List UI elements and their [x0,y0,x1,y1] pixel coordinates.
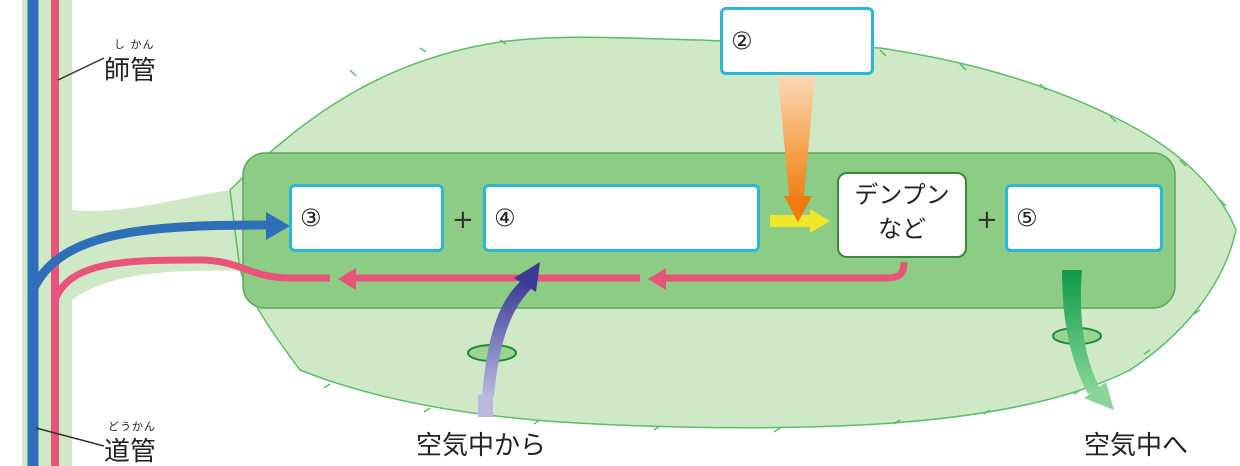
phloem-reading: し かん [114,38,155,51]
reaction-arrow-shaft [770,215,812,227]
reaction-arrowhead [810,209,830,233]
answer-box-2[interactable]: ② [720,7,874,75]
plus-sign-2: + [976,205,998,235]
answer-box-3[interactable]: ③ [289,184,444,252]
starch-line-2: など [878,215,926,243]
air-from-label: 空気中から [416,431,547,461]
light-arrowhead [784,196,812,222]
light-arrow [778,76,815,205]
box-5-number: ⑤ [1016,204,1038,232]
answer-box-5[interactable]: ⑤ [1005,184,1163,252]
air-out-arrow [1062,270,1100,394]
phloem-return-path [51,256,908,302]
box-3-number: ③ [300,204,322,232]
xylem-leader [35,427,105,447]
box-4-number: ④ [494,204,516,232]
phloem-arrowhead-2 [338,268,356,290]
water-arrow [28,220,271,292]
starch-box: デンプン など [837,172,967,258]
air-to-label: 空気中へ [1084,431,1189,461]
xylem-reading: どうかん [108,420,156,433]
plus-sign-1: + [452,205,474,235]
phloem-arrowhead-1 [648,268,666,290]
petiole [72,190,260,300]
air-in-stem [478,395,493,417]
air-in-arrow [482,280,532,396]
water-arrowhead [266,212,290,240]
phloem-label: 師管 [104,56,157,86]
xylem-label: 道管 [104,437,157,466]
air-in-arrowhead [514,262,540,292]
answer-box-4[interactable]: ④ [483,184,760,252]
starch-line-1: デンプン [854,181,950,209]
air-out-arrowhead [1084,382,1114,410]
phloem-leader [57,57,105,81]
box-2-number: ② [731,27,753,55]
leaf-serrations [323,39,1227,433]
